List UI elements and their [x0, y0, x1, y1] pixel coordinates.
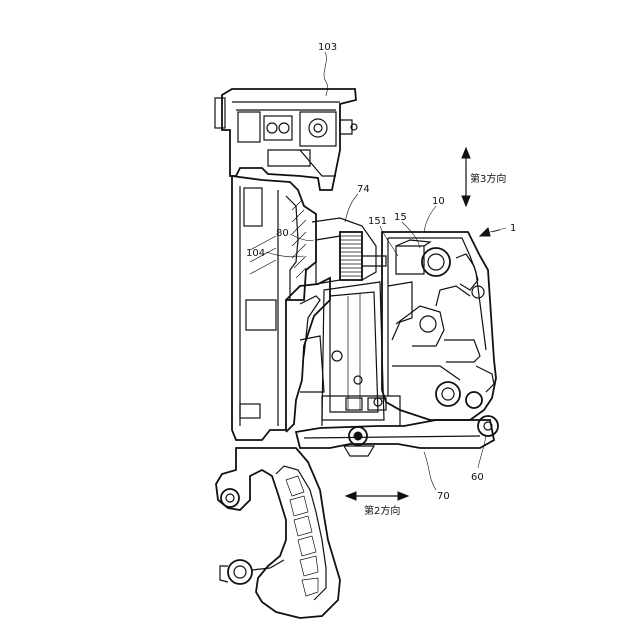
cartridge-10 [382, 232, 496, 420]
label-104: 104 [246, 248, 265, 259]
gear-74 [312, 218, 386, 284]
label-80: 80 [276, 228, 289, 239]
top-unit-103 [215, 89, 357, 226]
leader-lines [266, 52, 500, 490]
label-103: 103 [318, 42, 337, 53]
label-second-direction: 第2方向 [364, 504, 400, 517]
lever-80 [286, 278, 384, 432]
label-15: 15 [394, 212, 407, 223]
label-1: 1 [510, 223, 516, 234]
label-151: 151 [368, 216, 387, 227]
direction-arrow-second [346, 492, 408, 500]
label-60: 60 [471, 472, 484, 483]
direction-arrow-third [462, 148, 470, 206]
lower-arm [216, 448, 340, 618]
label-74: 74 [357, 184, 370, 195]
label-10: 10 [432, 196, 445, 207]
tray-70 [296, 376, 498, 456]
main-frame-104 [232, 176, 316, 440]
label-70: 70 [437, 491, 450, 502]
label-third-direction: 第3方向 [470, 172, 506, 185]
